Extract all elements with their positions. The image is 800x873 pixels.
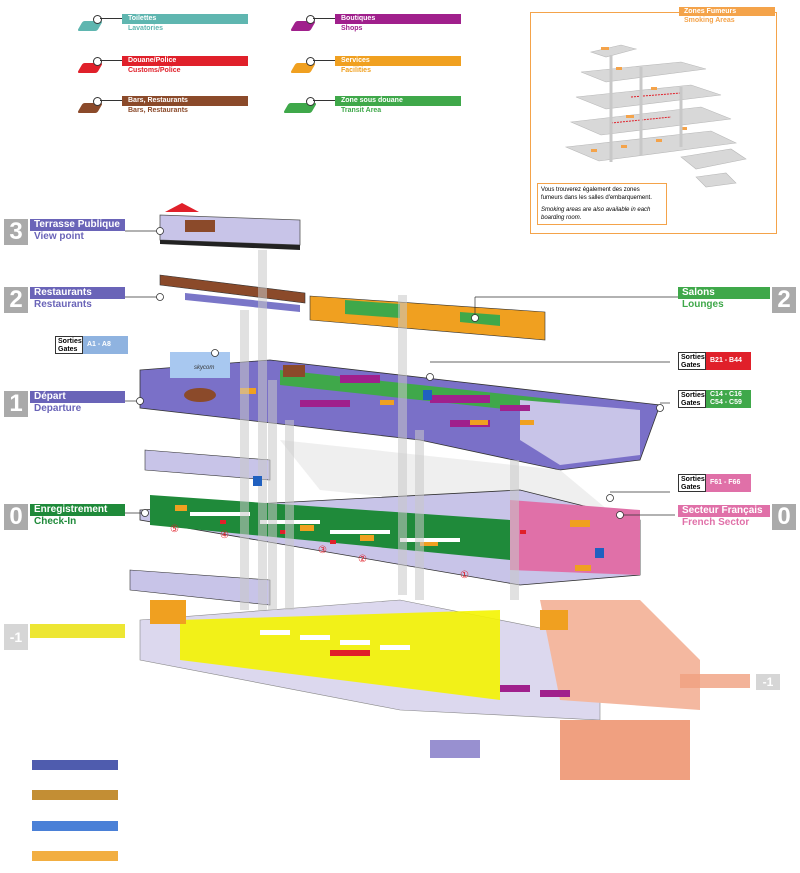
floor-2-left-plate[interactable] [159,274,306,304]
umbrella-icon [165,203,199,212]
gates-f-value: F61 - F66 [706,474,751,492]
floor-2r-fr: Salons [678,287,770,299]
floor-2r-en: Lounges [682,299,724,310]
checkin-row-4: ④ [220,530,229,541]
floor-1-fr: Départ [30,391,125,403]
legend-connector [306,97,315,106]
floor-0-french-sector-label[interactable]: Secteur Français French Sector [678,505,770,529]
legend-connector [306,57,315,66]
bottom-legend-bar-4 [32,851,118,861]
floor-minus1-label[interactable] [30,624,125,638]
legend-fr: Toilettes [122,14,248,24]
legend-connector [306,15,315,24]
gates-c-value: C14 - C16 C54 - C59 [706,390,751,408]
legend-connector [93,97,102,106]
legend-en: Facilities [335,66,461,75]
floor-2-en: Restaurants [34,299,92,310]
gates-f-label[interactable]: Sorties GatesF61 - F66 [678,474,751,492]
floor-1-en: Departure [34,403,82,414]
floor-2-number: 2 [4,287,28,313]
checkin-row-2: ② [358,554,367,565]
gates-b-value: B21 - B44 [706,352,751,370]
floor-1-label[interactable]: Départ Departure [30,391,125,415]
legend-en: Transit Area [335,106,461,115]
legend-item-lavatories: Toilettes Lavatories [122,14,248,36]
floor-0-right-number: 0 [772,504,796,530]
legend-connector [100,60,122,61]
floor-0r-fr: Secteur Français [678,505,770,517]
smoking-note-en: Smoking areas are also available in each… [541,207,651,221]
floor-2-lounges-label[interactable]: Salons Lounges [678,287,770,311]
gates-b-label[interactable]: Sorties GatesB21 - B44 [678,352,751,370]
smoking-title: Zones Fumeurs Smoking Areas [679,7,775,25]
legend-item-shops: Boutiques Shops [335,14,461,36]
info-icon [253,390,604,558]
floor-3-fr: Terrasse Publique [30,219,125,231]
smoking-mini-map [564,44,747,188]
floor-2-label[interactable]: Restaurants Restaurants [30,287,125,311]
floor-3-en: View point [34,231,84,242]
legend-connector [100,18,122,19]
smoking-note-fr: Vous trouverez également des zones fumeu… [541,187,652,201]
smoking-note: Vous trouverez également des zones fumeu… [537,183,667,225]
legend-fr: Services [335,56,461,66]
legend-en: Bars, Restaurants [122,106,248,115]
legend-fr: Zone sous douane [335,96,461,106]
gates-f-title: Sorties Gates [678,474,706,492]
floor-0-fr: Enregistrement [30,504,125,516]
floor-0-en: Check-In [34,516,77,527]
checkin-row-3: ③ [318,545,327,556]
checkin-row-1: ① [460,570,469,581]
smoking-title-fr: Zones Fumeurs [679,7,775,16]
floor-minus1-right-number: -1 [756,674,780,690]
checkin-row-5: ⑤ [170,524,179,535]
gates-a-value: A1 - A8 [83,336,128,354]
floor-3-restaurant [185,220,215,232]
legend-connector [93,15,102,24]
gates-c-label[interactable]: Sorties GatesC14 - C16 C54 - C59 [678,390,751,408]
floor-3-plate[interactable] [159,214,301,246]
bottom-legend-bar-1 [32,760,118,770]
legend-connector [93,57,102,66]
floor-2-fr: Restaurants [30,287,125,299]
legend-connector [313,100,335,101]
legend-en: Customs/Police [122,66,248,75]
smoking-areas-inset: Zones Fumeurs Smoking Areas Vous trouver… [530,7,777,234]
floor-0-label[interactable]: Enregistrement Check-In [30,504,125,528]
floor-3-label[interactable]: Terrasse Publique View point [30,219,125,243]
legend-en: Shops [335,24,461,33]
bottom-legend-bar-3 [32,821,118,831]
gates-a-title: Sorties Gates [55,336,83,354]
legend-fr: Bars, Restaurants [122,96,248,106]
floor-2-right-number: 2 [772,287,796,313]
legend-item-transit: Zone sous douane Transit Area [335,96,461,118]
legend-item-restaurants: Bars, Restaurants Bars, Restaurants [122,96,248,118]
legend-fr: Douane/Police [122,56,248,66]
legend-connector [313,18,335,19]
bottom-legend-bar-2 [32,790,118,800]
floor-0r-en: French Sector [682,517,750,528]
smoking-title-en: Smoking Areas [679,16,775,25]
gates-c-title: Sorties Gates [678,390,706,408]
legend-connector [313,60,335,61]
gates-b-title: Sorties Gates [678,352,706,370]
legend-fr: Boutiques [335,14,461,24]
gates-a-label[interactable]: Sorties GatesA1 - A8 [55,336,128,354]
floor-0-number: 0 [4,504,28,530]
floor-minus1-right-label[interactable] [680,674,750,688]
legend-item-facilities: Services Facilities [335,56,461,78]
skycom-label: skycom [194,365,215,371]
floor-minus1-number: -1 [4,624,28,650]
floor-3-number: 3 [4,219,28,245]
legend-item-customs: Douane/Police Customs/Police [122,56,248,78]
legend-en: Lavatories [122,24,248,33]
floor-1-number: 1 [4,391,28,417]
legend-connector [100,100,122,101]
